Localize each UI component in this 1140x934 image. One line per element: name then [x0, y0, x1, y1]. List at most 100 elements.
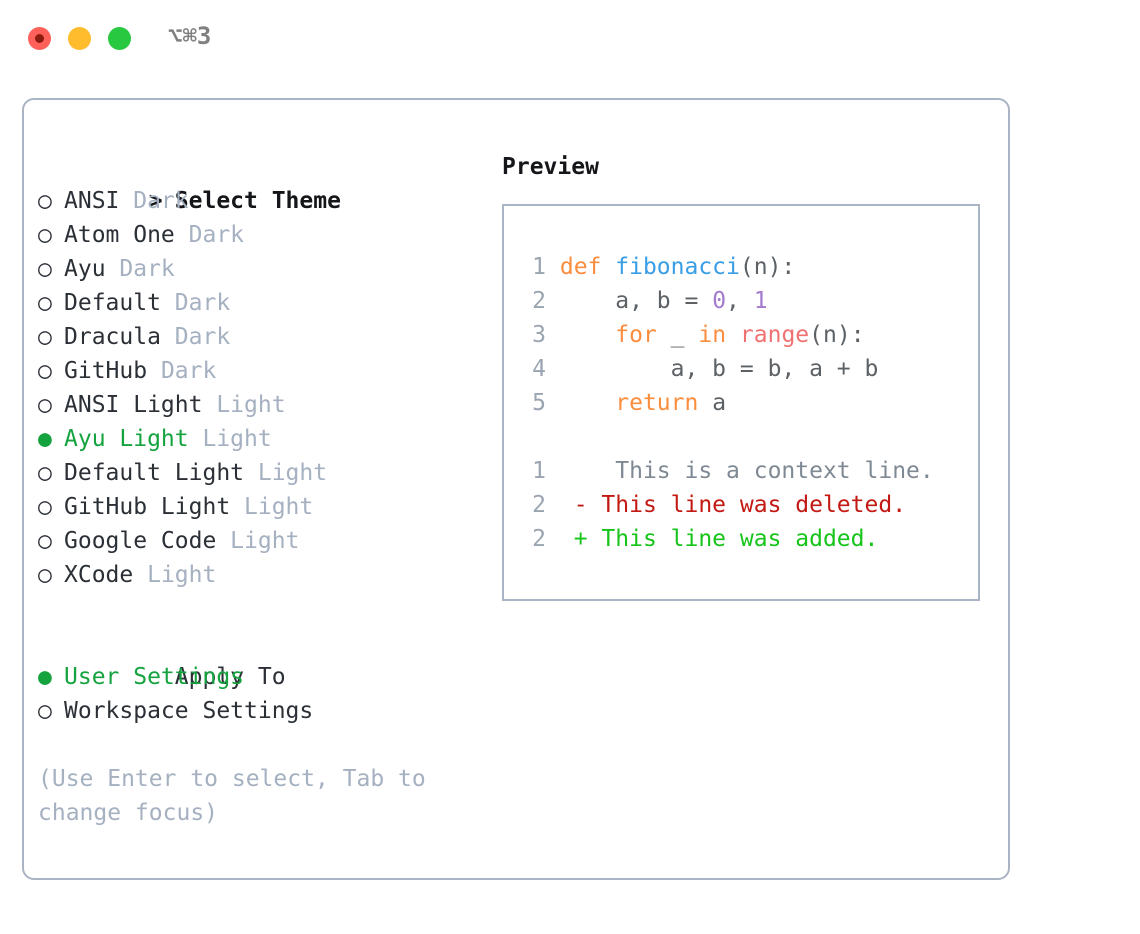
theme-name: GitHub: [64, 358, 148, 384]
code-token: a, b =: [559, 288, 713, 314]
theme-list-item[interactable]: ○Default Light Light: [38, 456, 478, 490]
theme-kind-tag: Light: [188, 426, 272, 452]
code-token: [560, 322, 615, 348]
theme-name: XCode: [64, 562, 134, 588]
diff-line: 2 - This line was deleted.: [518, 488, 968, 522]
preview-column: Preview 1 def fibonacci(n):2 a, b = 0, 1…: [502, 150, 992, 601]
radio-unselected-icon: ○: [38, 494, 52, 520]
theme-list-item[interactable]: ○GitHub Light Light: [38, 490, 478, 524]
theme-kind-tag: Light: [244, 460, 328, 486]
code-token: 1: [753, 288, 768, 314]
radio-unselected-icon: ○: [38, 562, 52, 588]
theme-name: ANSI Light: [64, 392, 203, 418]
diff-line-number: 2: [532, 526, 546, 552]
diff-line: 1 This is a context line.: [518, 454, 968, 488]
apply-to-label: Workspace Settings: [64, 698, 314, 724]
theme-list-item[interactable]: ○Ayu Dark: [38, 252, 478, 286]
radio-unselected-icon: ○: [38, 324, 52, 350]
code-line: 5 return a: [518, 386, 968, 420]
theme-list-item[interactable]: ○ANSI Dark: [38, 184, 478, 218]
diff-gap: [546, 458, 574, 484]
theme-list-column: >Select Theme ○ANSI Dark○Atom One Dark○A…: [38, 150, 478, 830]
diff-text: This line was deleted.: [587, 492, 907, 518]
apply-to-item[interactable]: ○Workspace Settings: [38, 694, 478, 728]
code-line-number: 1: [532, 254, 546, 280]
prompt-caret-icon: >: [148, 188, 163, 214]
code-token: [560, 390, 615, 416]
code-token: fibonacci: [615, 254, 740, 280]
theme-selector-panel: >Select Theme ○ANSI Dark○Atom One Dark○A…: [22, 98, 1010, 880]
diff-gap: [546, 492, 574, 518]
apply-to-heading: Apply To: [38, 626, 478, 690]
theme-list-item[interactable]: ○ ANSI Light Light: [38, 388, 478, 422]
theme-list-item[interactable]: ○ GitHub Dark: [38, 354, 478, 388]
diff-line-number: 2: [532, 492, 546, 518]
diff-line-number: 1: [532, 458, 546, 484]
code-token: for: [615, 322, 657, 348]
apply-to-label: User Settings: [64, 664, 245, 690]
radio-unselected-icon: ○: [38, 188, 52, 214]
diff-marker-icon: [574, 458, 588, 484]
theme-name: Ayu Light: [64, 426, 189, 452]
apply-to-item[interactable]: ● User Settings: [38, 660, 478, 694]
code-token: range: [739, 322, 810, 348]
theme-list-item[interactable]: ○Default Dark: [38, 286, 478, 320]
radio-selected-icon: ●: [38, 426, 52, 452]
maximize-window-button[interactable]: [108, 27, 131, 50]
radio-unselected-icon: ○: [38, 358, 52, 384]
code-token: [726, 322, 740, 348]
radio-selected-icon: ●: [38, 664, 52, 690]
code-token: ,: [726, 288, 754, 314]
theme-name: Ayu: [64, 256, 106, 282]
theme-name: Default Light: [64, 460, 245, 486]
keyboard-shortcut-label: ⌥⌘3: [168, 22, 212, 50]
diff-line: 2 + This line was added.: [518, 522, 968, 556]
radio-unselected-icon: ○: [38, 392, 52, 418]
theme-name: ANSI: [64, 188, 120, 214]
code-token: (n):: [739, 254, 796, 280]
title-bar: ⌥⌘3: [0, 0, 1140, 78]
theme-name: Default: [64, 290, 161, 316]
theme-kind-tag: Dark: [174, 222, 245, 248]
theme-name: Dracula: [64, 324, 161, 350]
theme-kind-tag: Light: [133, 562, 217, 588]
theme-list-item[interactable]: ○Dracula Dark: [38, 320, 478, 354]
theme-name: GitHub Light: [64, 494, 231, 520]
keyboard-hint-text: (Use Enter to select, Tab to change focu…: [38, 766, 440, 826]
code-token: return: [615, 390, 699, 416]
radio-unselected-icon: ○: [38, 256, 52, 282]
code-gap: [546, 322, 560, 348]
code-token: in: [698, 322, 727, 348]
diff-gap: [546, 526, 574, 552]
theme-list-item[interactable]: ○Atom One Dark: [38, 218, 478, 252]
close-window-button[interactable]: [28, 27, 51, 50]
theme-list: ○ANSI Dark○Atom One Dark○Ayu Dark○Defaul…: [38, 184, 478, 592]
code-line-number: 5: [532, 390, 546, 416]
radio-unselected-icon: ○: [38, 528, 52, 554]
code-gap: [546, 356, 560, 382]
theme-list-item[interactable]: ○ XCode Light: [38, 558, 478, 592]
diff-preview: 1 This is a context line.2 - This line w…: [518, 454, 968, 556]
theme-kind-tag: Light: [202, 392, 286, 418]
code-gap: [546, 390, 560, 416]
theme-name: Atom One: [64, 222, 175, 248]
code-token: 0: [712, 288, 727, 314]
select-theme-heading-label: Select Theme: [174, 188, 341, 214]
code-token: def: [559, 254, 616, 280]
code-line-number: 3: [532, 322, 546, 348]
theme-list-item[interactable]: ○Google Code Light: [38, 524, 478, 558]
theme-list-item[interactable]: ● Ayu Light Light: [38, 422, 478, 456]
code-token: a: [698, 390, 727, 416]
apply-to-list: ● User Settings ○Workspace Settings: [38, 660, 478, 728]
code-token: (n):: [809, 322, 865, 348]
code-line: 2 a, b = 0, 1: [518, 284, 968, 318]
theme-kind-tag: Dark: [147, 358, 217, 384]
apply-to-heading-label: Apply To: [174, 664, 286, 690]
theme-kind-tag: Light: [216, 528, 300, 554]
diff-marker-icon: +: [573, 526, 588, 552]
code-gap: [546, 254, 560, 280]
minimize-window-button[interactable]: [68, 27, 91, 50]
diff-text: This is a context line.: [587, 458, 934, 484]
